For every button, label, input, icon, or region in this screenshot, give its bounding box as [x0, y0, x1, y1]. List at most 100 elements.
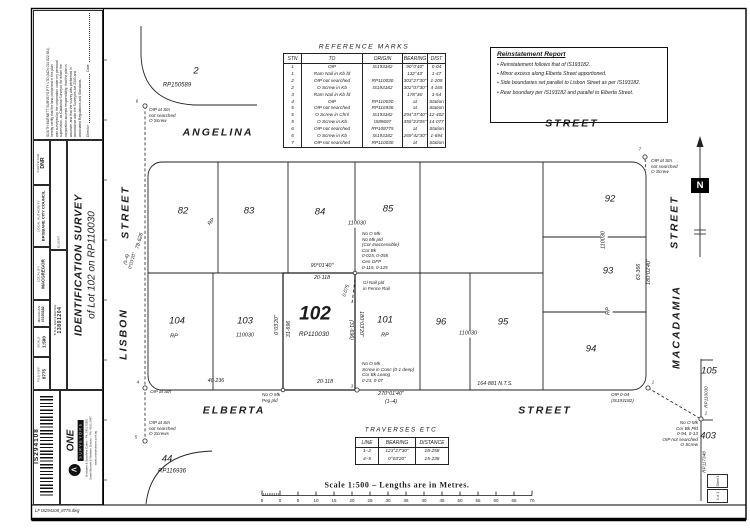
tick-label: 40 [421, 498, 427, 503]
table-cell: 269°42'30" [402, 133, 428, 140]
note-screw-in-conc: No O Mk Screw in Conc (0·1 deep) Cor Bk … [362, 361, 415, 383]
note-station-2: No O Mk Cor Bk Pld 0·94, 0·13 OIP not se… [662, 420, 698, 448]
table-cell: O Screw in Kb [301, 119, 363, 127]
table-cell: 132°43' [402, 70, 428, 78]
dim-bottom-distance: 20·118 [316, 378, 334, 385]
table-cell: 1–2 [362, 449, 371, 454]
certification-box: SOUTH BURNETT SURVEYS PTY LTD (ACN 010 8… [33, 10, 103, 140]
table-cell: 0°03'20" [378, 456, 416, 465]
table-cell: 4–5 [362, 457, 371, 462]
station-id-3: 3 [350, 383, 354, 389]
table-cell: IS193182 [362, 63, 403, 71]
local-authority-label: LOCAL AUTHORITY [36, 200, 41, 232]
table-cell: Station [427, 105, 446, 113]
survey-title: IDENTIFICATION SURVEY [72, 194, 85, 336]
dim-left-bearing: 0°03'20" [273, 315, 280, 335]
table-cell: Station [427, 139, 446, 148]
table-cell: Ram Nail in Kb fd [301, 70, 363, 78]
lot-label-104: 104 [169, 315, 185, 327]
dim-east-bearing: 180°02'40" [645, 259, 652, 285]
table-cell: 355°23'05" [402, 119, 428, 127]
tick-label: 55 [475, 498, 481, 503]
sheet-of: 1 of 1 [715, 492, 720, 500]
street-name-macadamia: MACADAMIA [670, 285, 683, 369]
locality-value: MACGREGOR [40, 258, 46, 289]
column-header: DIST [427, 53, 446, 64]
traverses-title: TRAVERSES ETC [364, 426, 438, 434]
street-name-angelina-street: STREET [545, 117, 599, 130]
table-cell: at [402, 98, 428, 106]
logo-contact-3: www.onesurveyors.com.au [92, 430, 97, 465]
dim-left-distance: 31·696 [285, 320, 292, 338]
table-cell: 0·04 [427, 63, 446, 71]
table-cell: 15·238 [415, 456, 449, 465]
table-cell: 14·077 [427, 119, 446, 127]
meridian-field: MERIDIAN IS193182 [33, 300, 50, 327]
tick-label: 45 [439, 498, 445, 503]
lot-plan-104: RP [170, 333, 178, 340]
lot-plan-96-95: 110030 [458, 330, 478, 338]
column-header: STN [283, 53, 302, 64]
north-label: N [691, 178, 709, 193]
table-cell: 18·258 [415, 447, 449, 456]
reinstatement-report: Reinstatement Report Reinstatement follo… [490, 47, 668, 123]
street-name-macadamia-street: STREET [668, 195, 681, 249]
lot-label-105: 105 [701, 365, 717, 377]
client-label: CLIENT [55, 235, 60, 248]
note-peg-placed: No O Mk Peg pld [262, 392, 281, 403]
station-id-4: 4 [136, 379, 140, 385]
subject-lot-label-102: 102 [299, 303, 331, 325]
reinstatement-bullet: Minor excess along Elberta Street apport… [497, 71, 661, 77]
lot-plan-403: RP117348 [701, 451, 707, 473]
street-name-lisbon: LISBON [117, 308, 130, 360]
locality-label: LOCALITY [35, 265, 40, 282]
file-ref-value: 8775 [41, 368, 47, 379]
note-station-5: OIP at Stn not searched O Screws [149, 420, 176, 437]
lot-label-96: 96 [435, 316, 447, 328]
station-markers [142, 103, 704, 444]
reference-marks-title: REFERENCE MARKS [318, 43, 410, 51]
barcode-text: IS294108 [32, 428, 40, 464]
table-cell: 123°27'30" [378, 447, 416, 456]
lot-plan-103: 110030 [236, 332, 254, 339]
tick-label: 60 [493, 498, 499, 503]
title-reference-value: 13801204 [56, 306, 63, 334]
logo-contact-1: Brisbane & Sunshine Coast – Ph. 5452 030… [84, 418, 89, 477]
logo-contact-2: South Burnett & Western Downs – Ph. 4162… [88, 415, 93, 480]
column-header: TO [301, 53, 363, 64]
reinstatement-title: Reinstatement Report [497, 51, 566, 58]
column-header: ORIGIN [362, 53, 403, 64]
table-cell: 3 [291, 91, 294, 97]
file-note: LF IS294108_8775.dwg [35, 508, 80, 513]
note-station-4: OIP at Stn [150, 389, 172, 394]
table-cell: 90°0'40" [402, 63, 428, 71]
table-cell [362, 91, 403, 99]
scale-label: SCALE [35, 336, 40, 348]
survey-title-box: IDENTIFICATION SURVEY of Lot 102 on RP11… [67, 140, 103, 390]
table-cell: IS193182 [362, 84, 403, 92]
lot-label-94: 94 [585, 343, 597, 355]
station-id-1: 1 [651, 379, 655, 385]
table-cell: 1·694 [427, 133, 446, 140]
tick-label: 30 [385, 498, 391, 503]
dim-south-ref: (1–4) [384, 398, 398, 405]
logo-bird-icon: Λ [68, 463, 81, 476]
sheet-of-box: 1 of 1 [707, 489, 728, 503]
note-nail-in-fence: Gl Nail pld in Fence Rail [363, 280, 390, 291]
column-header: BEARING [402, 53, 428, 64]
table-cell: O Screw in Kb [301, 133, 363, 140]
lot-label-101: 101 [377, 314, 393, 326]
lot-label-92: 92 [604, 193, 616, 205]
station-id-6: 6 [135, 98, 139, 104]
reinstatement-bullet: Reinstatement follows that of IS193182. [497, 62, 661, 68]
